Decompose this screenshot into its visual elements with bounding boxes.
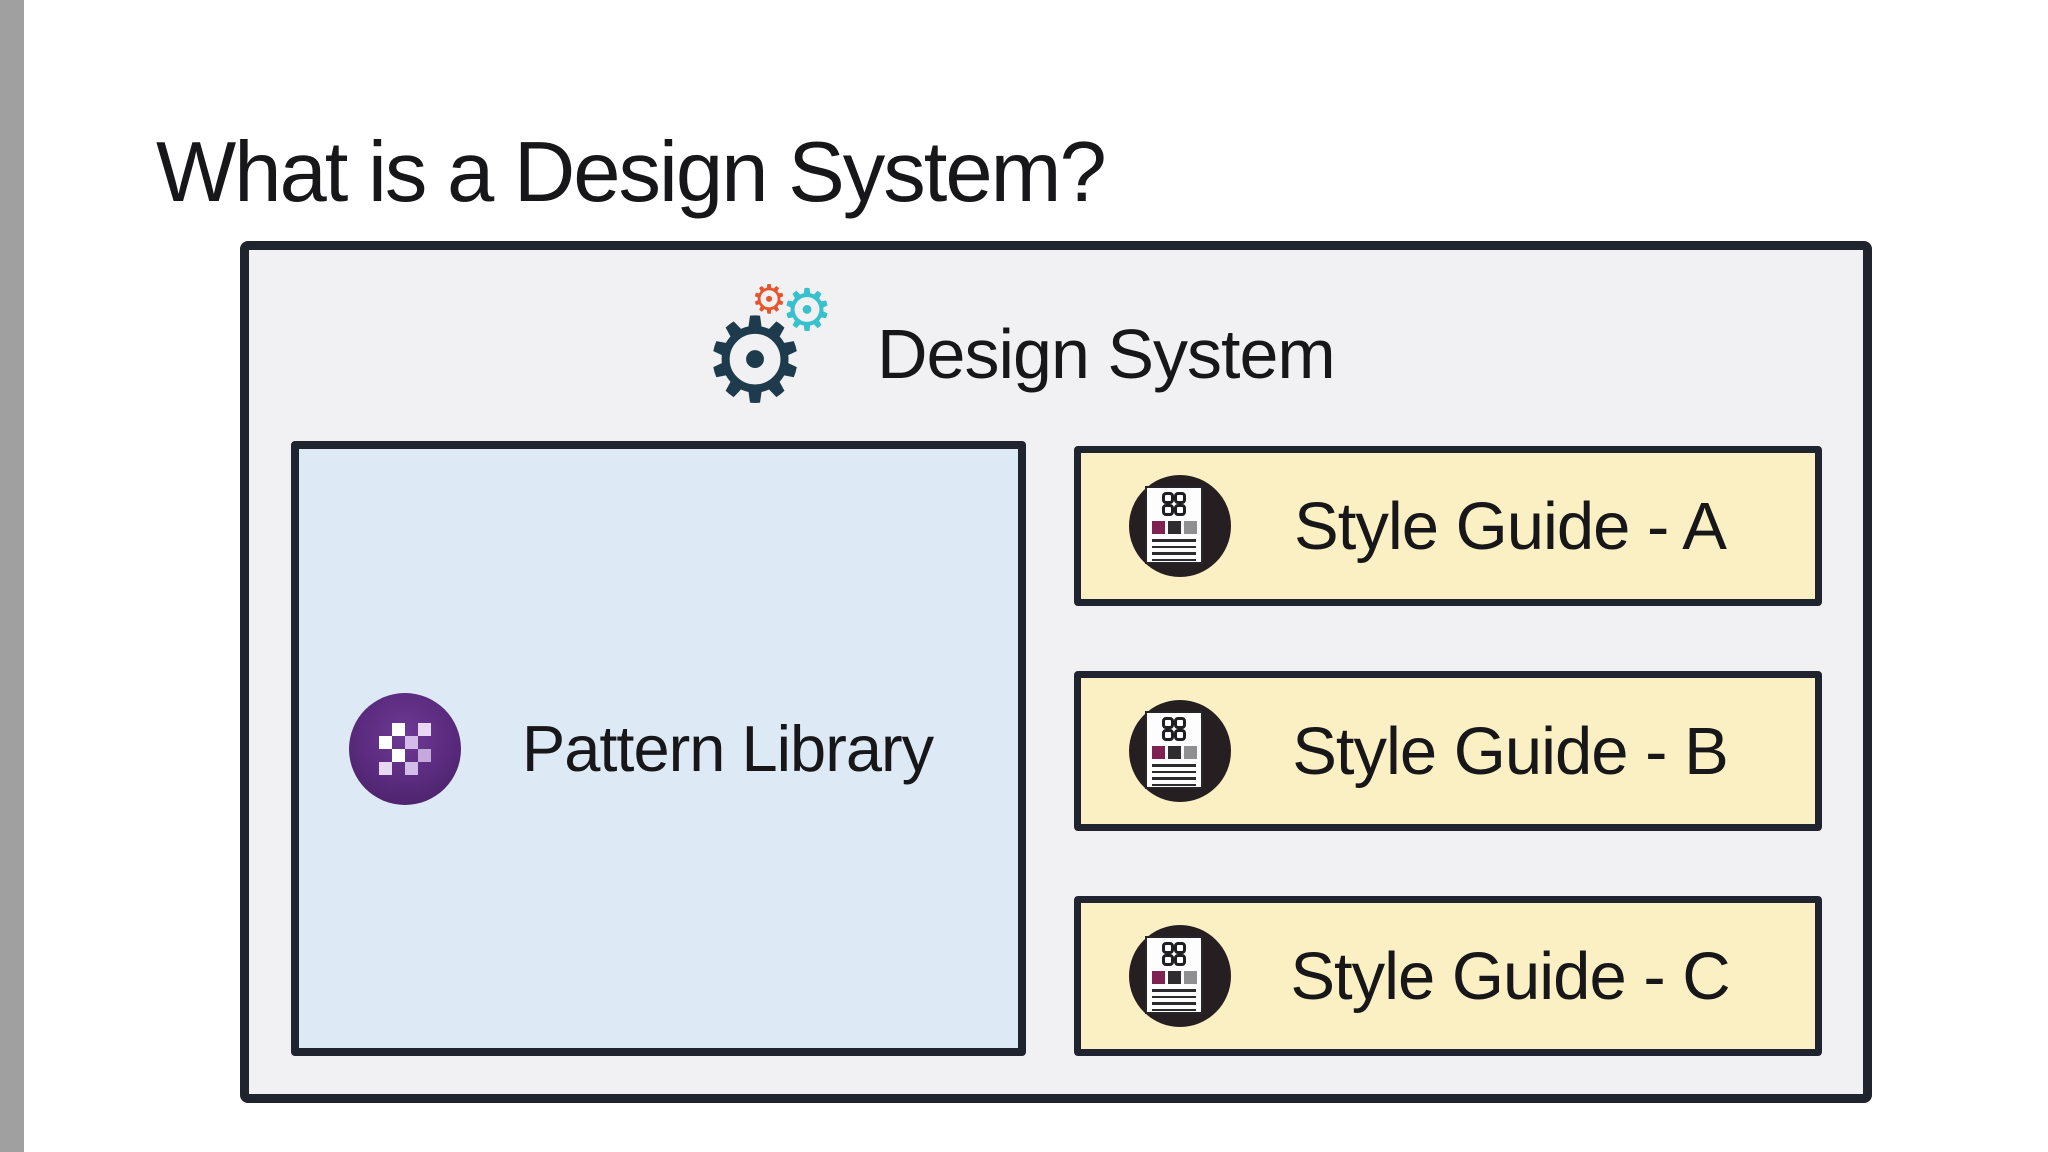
swatch (1184, 521, 1197, 534)
glyph-cell (1161, 729, 1174, 741)
style-guide-b-box: Style Guide - B (1074, 671, 1822, 831)
glyph-cell (1173, 954, 1186, 966)
swatch (1152, 521, 1165, 534)
checker-cell (418, 748, 431, 762)
palette-grid-glyph (1161, 492, 1186, 517)
text-lines (1152, 539, 1196, 561)
checker-cell (392, 722, 405, 736)
swatch (1168, 521, 1181, 534)
pattern-library-box: Pattern Library (291, 441, 1026, 1056)
checker-cell (405, 761, 418, 775)
glyph-cell (1173, 492, 1186, 504)
swatch (1168, 746, 1181, 759)
color-swatches (1152, 971, 1201, 984)
glyph-cell (1173, 717, 1186, 729)
style-guide-a-box: Style Guide - A (1074, 446, 1822, 606)
document-page (1145, 486, 1203, 564)
text-line (1152, 770, 1196, 773)
text-line (1152, 545, 1196, 548)
document-page (1145, 711, 1203, 789)
checker-cell (392, 748, 405, 762)
gears-icon: ⚙ ⚙ ⚙ (702, 276, 847, 429)
style-guide-document-icon (1129, 475, 1231, 577)
text-line (1152, 1008, 1196, 1011)
large-gear-icon: ⚙ (702, 291, 808, 429)
design-system-box: ⚙ ⚙ ⚙ Design System Pattern Library (240, 241, 1872, 1103)
text-line (1152, 558, 1196, 561)
small-gear-icon: ⚙ (751, 277, 787, 323)
text-line (1152, 552, 1196, 555)
checker-cell (379, 735, 392, 749)
glyph-cell (1161, 942, 1174, 954)
swatch (1152, 971, 1165, 984)
text-line (1152, 539, 1196, 542)
checker-cell (405, 735, 418, 749)
glyph-cell (1173, 729, 1186, 741)
checker-cell (379, 761, 392, 775)
glyph-cell (1161, 717, 1174, 729)
page-title: What is a Design System? (156, 125, 1107, 220)
style-guide-document-icon (1129, 925, 1231, 1027)
glyph-cell (1173, 504, 1186, 516)
medium-gear-icon: ⚙ (781, 276, 833, 344)
palette-grid-glyph (1161, 942, 1186, 967)
glyph-cell (1161, 492, 1174, 504)
pattern-library-label: Pattern Library (521, 712, 934, 785)
document-page (1145, 936, 1203, 1014)
text-line (1152, 1002, 1196, 1005)
text-lines (1152, 989, 1196, 1011)
text-lines (1152, 764, 1196, 786)
design-system-label: Design System (877, 315, 1336, 393)
style-guide-document-icon (1129, 700, 1231, 802)
text-line (1152, 764, 1196, 767)
style-guide-c-box: Style Guide - C (1074, 896, 1822, 1056)
text-line (1152, 783, 1196, 786)
color-swatches (1152, 746, 1201, 759)
color-swatches (1152, 521, 1201, 534)
text-line (1152, 995, 1196, 998)
text-line (1152, 989, 1196, 992)
swatch (1184, 971, 1197, 984)
style-guide-a-label: Style Guide - A (1294, 488, 1727, 564)
scrollbar-track[interactable] (0, 0, 24, 1152)
palette-grid-glyph (1161, 717, 1186, 742)
style-guide-c-label: Style Guide - C (1290, 938, 1730, 1014)
swatch (1184, 746, 1197, 759)
glyph-cell (1173, 942, 1186, 954)
swatch (1168, 971, 1181, 984)
swatch (1152, 746, 1165, 759)
style-guide-b-label: Style Guide - B (1292, 713, 1729, 789)
pattern-library-icon (349, 692, 461, 805)
glyph-cell (1161, 504, 1174, 516)
text-line (1152, 777, 1196, 780)
checker-cell (418, 722, 431, 736)
glyph-cell (1161, 954, 1174, 966)
